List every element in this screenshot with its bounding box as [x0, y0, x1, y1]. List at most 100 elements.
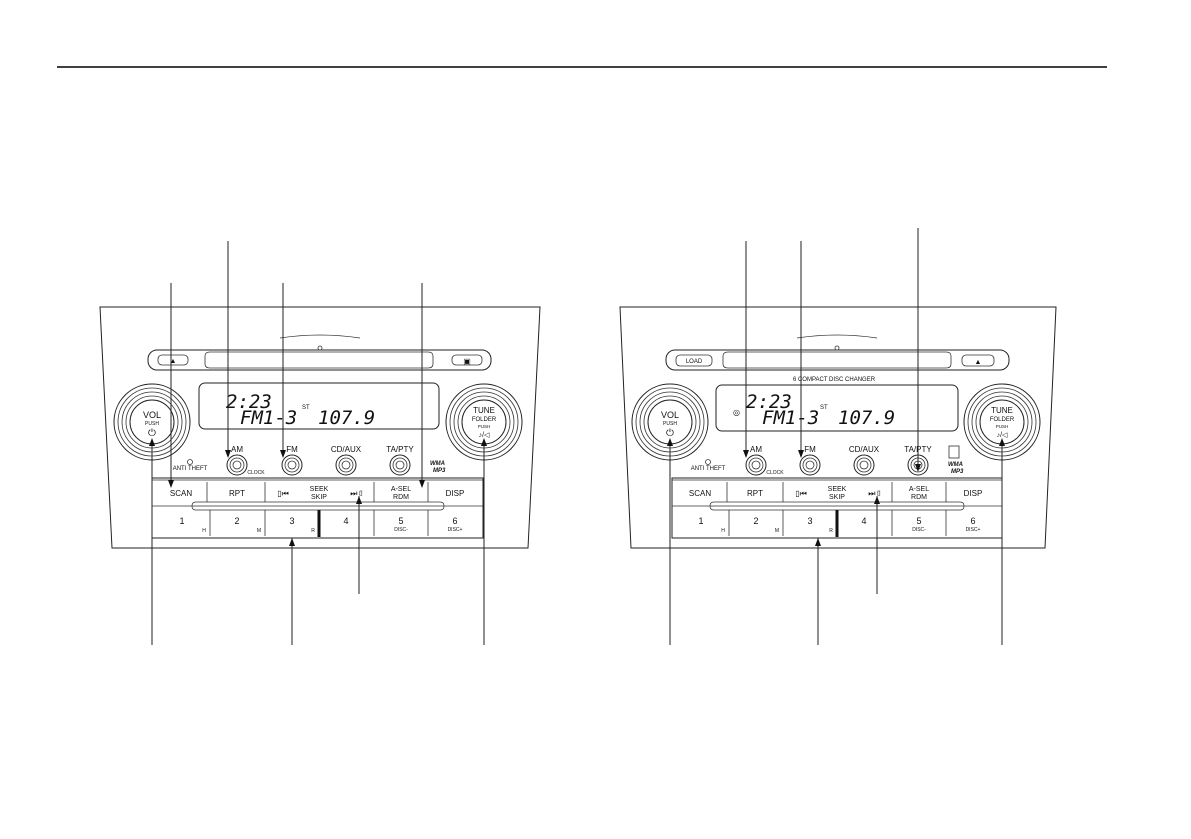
- fm-button[interactable]: FM: [281, 445, 303, 476]
- anti-theft-label: ANTI THEFT: [691, 466, 726, 472]
- fm-button[interactable]: FM: [799, 445, 821, 476]
- preset-buttons[interactable]: 1 H 2 M 3 R 4 5 DISC- 6 DISC+: [698, 516, 980, 534]
- svg-text:FOLDER: FOLDER: [472, 417, 497, 423]
- scan-button[interactable]: SCAN: [689, 489, 711, 498]
- power-icon: ⏻: [148, 428, 156, 439]
- eject-icon: ▲: [170, 358, 177, 365]
- skip-label[interactable]: SKIP: [311, 494, 327, 501]
- svg-text:TUNE: TUNE: [991, 406, 1013, 415]
- svg-text:2: 2: [234, 516, 239, 526]
- unit-housing: [99, 306, 541, 549]
- svg-text:1: 1: [698, 516, 703, 526]
- am-button[interactable]: AM CLOCK: [745, 445, 784, 476]
- unit-housing: [619, 306, 1057, 549]
- display-stereo: ST: [302, 405, 310, 411]
- anti-theft-label: ANTI THEFT: [173, 466, 208, 472]
- svg-text:3: 3: [289, 516, 294, 526]
- power-icon: ⏻: [666, 428, 674, 439]
- eject-button[interactable]: [961, 354, 995, 367]
- a-sel-button[interactable]: A-SEL: [909, 486, 929, 493]
- skip-forward-icon: ⏭▯: [868, 489, 882, 498]
- display-screen: [715, 384, 959, 432]
- display-frequency: 107.9: [318, 407, 375, 429]
- svg-text:6: 6: [452, 516, 457, 526]
- svg-text:DISC+: DISC+: [966, 527, 981, 533]
- display-band: FM1-3: [762, 407, 819, 429]
- svg-text:FM: FM: [286, 445, 298, 454]
- svg-text:AM: AM: [750, 445, 762, 454]
- svg-text:PUSH: PUSH: [145, 421, 159, 427]
- display-clock: 2:23: [746, 391, 792, 413]
- changer-label: 6 COMPACT DISC CHANGER: [793, 377, 876, 383]
- svg-text:CLOCK: CLOCK: [766, 470, 784, 476]
- eject-icon: ▲: [975, 359, 982, 366]
- svg-text:DISC-: DISC-: [912, 527, 926, 533]
- svg-text:PUSH: PUSH: [663, 421, 677, 427]
- audio-unit-2: LOAD ▲ 6 COMPACT DISC CHANGER ◎ 2:23 ST …: [619, 228, 1057, 645]
- svg-text:CD/AUX: CD/AUX: [331, 445, 362, 454]
- svg-text:4: 4: [861, 516, 866, 526]
- svg-text:CLOCK: CLOCK: [247, 470, 265, 476]
- svg-text:1: 1: [179, 516, 184, 526]
- skip-back-icon: ▯⏮: [277, 489, 289, 498]
- svg-text:4: 4: [343, 516, 348, 526]
- svg-text:R: R: [829, 528, 833, 534]
- scan-button[interactable]: SCAN: [170, 489, 192, 498]
- display-screen: [198, 382, 440, 430]
- disc-icon: ▣: [463, 357, 471, 366]
- am-button[interactable]: AM CLOCK: [226, 445, 265, 476]
- svg-text:DISC+: DISC+: [448, 527, 463, 533]
- cd-aux-button[interactable]: CD/AUX: [849, 445, 880, 476]
- svg-text:R: R: [311, 528, 315, 534]
- disp-button[interactable]: DISP: [964, 489, 983, 498]
- preset-buttons[interactable]: 1 H 2 M 3 R 4 5 DISC- 6 DISC+: [179, 516, 462, 534]
- svg-text:3: 3: [807, 516, 812, 526]
- seek-label[interactable]: SEEK: [310, 486, 329, 493]
- svg-text:FOLDER: FOLDER: [990, 417, 1015, 423]
- svg-text:5: 5: [916, 516, 921, 526]
- cd-slot-bar: [665, 349, 1010, 371]
- display-band: FM1-3: [240, 407, 297, 429]
- a-sel-button[interactable]: A-SEL: [391, 486, 411, 493]
- disp-button[interactable]: DISP: [446, 489, 465, 498]
- eject-button[interactable]: [157, 354, 189, 366]
- wma-badge: WMA: [948, 462, 963, 468]
- svg-text:CD/AUX: CD/AUX: [849, 445, 880, 454]
- svg-text:VOL: VOL: [143, 410, 161, 420]
- callout-lines-unit-2: [667, 228, 1005, 645]
- anti-theft-led: [705, 459, 711, 465]
- svg-text:FM: FM: [804, 445, 816, 454]
- svg-text:2: 2: [753, 516, 758, 526]
- load-button[interactable]: [675, 354, 713, 367]
- load-button[interactable]: [451, 354, 483, 366]
- display-frequency: 107.9: [838, 407, 895, 429]
- ta-pty-button[interactable]: TA/PTY: [386, 445, 414, 476]
- svg-text:M: M: [775, 528, 779, 534]
- wma-badge: WMA: [430, 461, 445, 467]
- seek-label[interactable]: SEEK: [828, 486, 847, 493]
- display-stereo: ST: [820, 405, 828, 411]
- svg-text:5: 5: [398, 516, 403, 526]
- disc-icon: ◎: [733, 408, 740, 417]
- skip-forward-icon: ⏭▯: [350, 489, 364, 498]
- rpt-button[interactable]: RPT: [229, 489, 245, 498]
- vol-knob[interactable]: VOL PUSH ⏻: [113, 383, 191, 461]
- rdm-label[interactable]: RDM: [393, 494, 409, 501]
- skip-label[interactable]: SKIP: [829, 494, 845, 501]
- svg-text:TUNE: TUNE: [473, 406, 495, 415]
- audio-unit-1: ▲ ▣ 2:23 ST FM1-3 107.9 VOL PUSH ⏻ T: [99, 241, 541, 645]
- svg-text:H: H: [721, 528, 725, 534]
- svg-text:DISC-: DISC-: [394, 527, 408, 533]
- cd-aux-button[interactable]: CD/AUX: [331, 445, 362, 476]
- svg-text:AM: AM: [231, 445, 243, 454]
- svg-text:6: 6: [970, 516, 975, 526]
- rdm-label[interactable]: RDM: [911, 494, 927, 501]
- mp3-badge: MP3: [433, 468, 446, 474]
- svg-text:M: M: [257, 528, 261, 534]
- svg-text:H: H: [202, 528, 206, 534]
- svg-text:PUSH: PUSH: [478, 424, 491, 429]
- display-clock: 2:23: [226, 391, 272, 413]
- rpt-button[interactable]: RPT: [747, 489, 763, 498]
- svg-text:TA/PTY: TA/PTY: [386, 445, 414, 454]
